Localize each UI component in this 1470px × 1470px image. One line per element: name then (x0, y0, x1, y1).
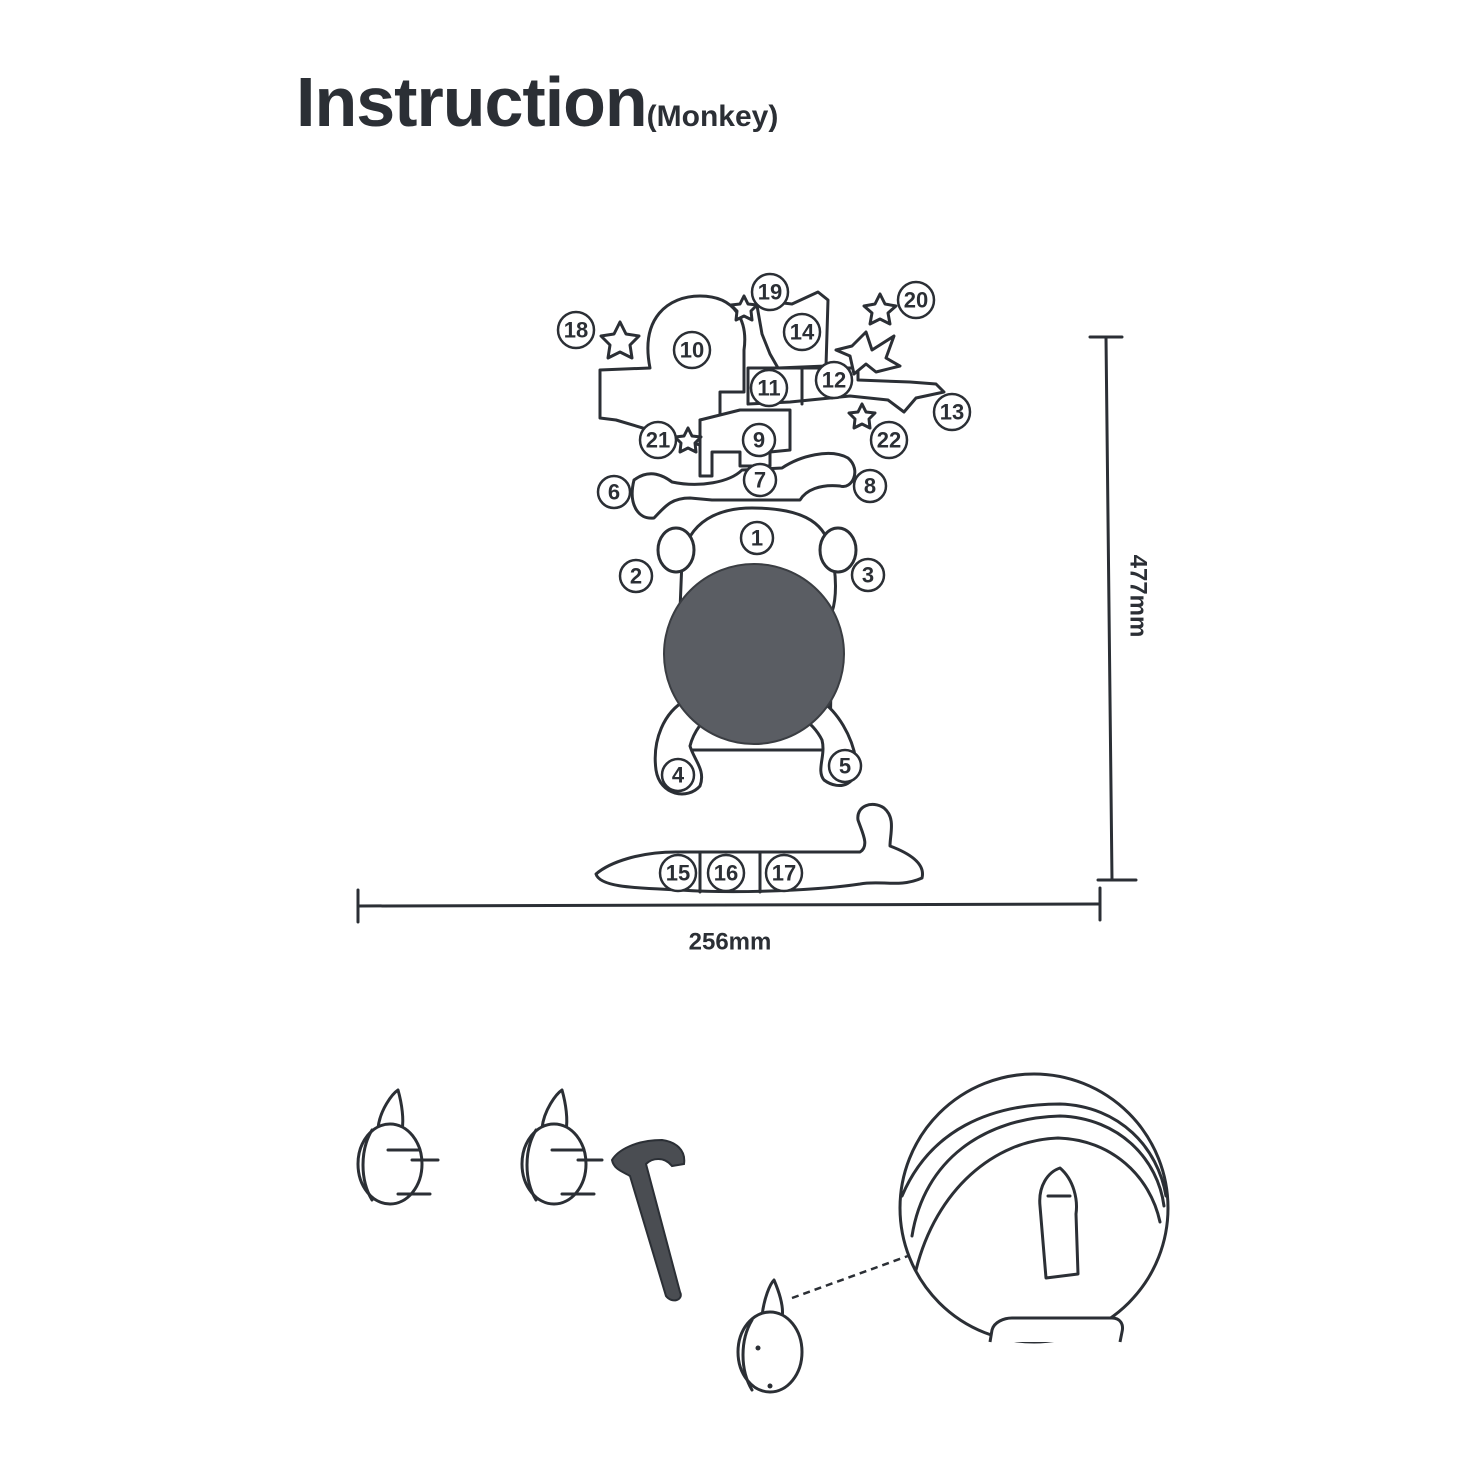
part-label-2: 2 (618, 558, 654, 594)
svg-text:9: 9 (753, 428, 765, 453)
part-label-1: 1 (739, 520, 775, 556)
star-18 (599, 320, 641, 360)
svg-text:2: 2 (630, 564, 642, 589)
part-label-4: 4 (660, 757, 696, 793)
svg-text:5: 5 (839, 754, 851, 779)
part-label-19: 19 (750, 272, 790, 312)
part-label-22: 22 (869, 420, 909, 460)
height-label: 477mm (1125, 555, 1152, 638)
svg-text:14: 14 (790, 320, 815, 345)
star-22 (847, 402, 877, 430)
part-label-3: 3 (850, 557, 886, 593)
hook-icon (520, 1088, 604, 1206)
part-label-17: 17 (764, 853, 804, 893)
part-label-7: 7 (742, 462, 778, 498)
hammer-icon (610, 1138, 686, 1302)
part-label-6: 6 (596, 474, 632, 510)
title-sub: (Monkey) (646, 100, 779, 133)
part-6-7-8-arms (630, 451, 857, 520)
star-19 (729, 294, 759, 322)
star-21 (673, 426, 703, 454)
svg-text:8: 8 (864, 474, 876, 499)
part-label-8: 8 (852, 468, 888, 504)
hook-icon (356, 1088, 440, 1206)
svg-text:10: 10 (680, 338, 704, 363)
width-dimension: 256mm (356, 886, 1102, 956)
svg-text:15: 15 (666, 861, 690, 886)
svg-text:4: 4 (672, 763, 685, 788)
instruction-title: Instruction(Monkey) (296, 62, 778, 142)
svg-text:11: 11 (757, 376, 780, 401)
star-20 (862, 292, 898, 326)
svg-text:18: 18 (564, 318, 588, 343)
part-label-10: 10 (672, 330, 712, 370)
part-3-ear (818, 526, 858, 574)
part-label-14: 14 (782, 312, 822, 352)
svg-text:1: 1 (751, 526, 763, 551)
star-large (834, 330, 902, 376)
part-label-13: 13 (932, 392, 972, 432)
svg-text:17: 17 (772, 861, 796, 886)
clock-face (663, 563, 845, 745)
part-label-12: 12 (814, 360, 854, 400)
height-dimension: 477mm (1088, 335, 1152, 882)
part-label-21: 21 (638, 420, 678, 460)
svg-text:3: 3 (862, 563, 874, 588)
hook-icon (736, 1278, 804, 1394)
part-label-16: 16 (706, 853, 746, 893)
magnified-hook-icon (898, 1072, 1170, 1344)
svg-text:12: 12 (822, 368, 846, 393)
svg-text:20: 20 (904, 288, 928, 313)
part-label-15: 15 (658, 853, 698, 893)
svg-text:21: 21 (646, 428, 670, 453)
title-main: Instruction (296, 63, 648, 141)
svg-text:7: 7 (754, 468, 766, 493)
svg-text:6: 6 (608, 480, 620, 505)
part-label-20: 20 (896, 280, 936, 320)
svg-text:16: 16 (714, 861, 738, 886)
part-2-ear (656, 526, 696, 574)
svg-text:22: 22 (877, 428, 901, 453)
part-label-5: 5 (827, 748, 863, 784)
svg-text:13: 13 (940, 400, 964, 425)
width-label: 256mm (689, 929, 772, 956)
part-label-11: 11 (749, 368, 789, 408)
part-label-18: 18 (556, 310, 596, 350)
part-number-labels: 1 2 3 4 5 6 7 8 9 10 11 12 13 14 15 16 1… (556, 272, 972, 893)
svg-text:19: 19 (758, 280, 782, 305)
part-label-9: 9 (741, 422, 777, 458)
